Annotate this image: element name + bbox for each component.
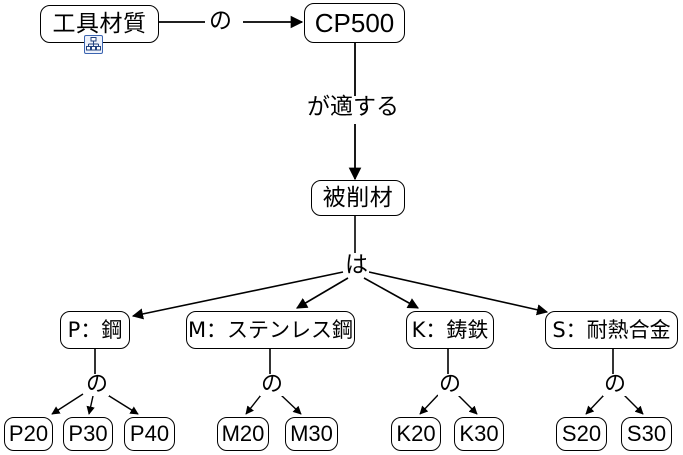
edge-wa-to-s <box>368 271 549 316</box>
node-s-heat-resistant[interactable]: S：耐熱合金 <box>545 311 678 349</box>
node-k30[interactable]: K30 <box>454 417 504 451</box>
node-s30[interactable]: S30 <box>621 417 672 451</box>
node-p20[interactable]: P20 <box>4 417 53 451</box>
hierarchy-icon[interactable] <box>84 35 103 54</box>
node-p-steel[interactable]: P：鋼 <box>60 311 130 349</box>
node-s20-label: S20 <box>561 421 602 446</box>
edge-wa-to-m <box>296 277 349 309</box>
edge-no-to-m30 <box>280 394 302 415</box>
node-p30-label: P30 <box>68 421 108 446</box>
edge-label-no-m: の <box>260 372 285 397</box>
edge-no-to-s30 <box>623 394 644 415</box>
node-m30-label: M30 <box>290 421 333 446</box>
edge-wa-to-p <box>131 271 344 320</box>
node-workpiece[interactable]: 被削材 <box>311 180 405 216</box>
node-p30[interactable]: P30 <box>63 417 113 451</box>
node-k20[interactable]: K20 <box>391 417 441 451</box>
edge-label-no-k: の <box>438 372 463 397</box>
edge-no-to-s20 <box>585 394 605 415</box>
node-s20[interactable]: S20 <box>556 417 607 451</box>
edge-no-to-p40 <box>105 393 139 415</box>
node-k30-label: K30 <box>459 421 499 446</box>
node-tool-material-label: 工具材質 <box>52 10 147 37</box>
node-k-cast-iron[interactable]: K：鋳鉄 <box>406 311 494 349</box>
edge-label-no-s: の <box>603 372 628 397</box>
edge-no-to-k20 <box>419 394 439 415</box>
node-p-steel-label: P：鋼 <box>67 317 123 342</box>
node-cp500-label: CP500 <box>314 8 395 38</box>
edge-no-to-m20 <box>245 394 262 415</box>
node-s30-label: S30 <box>626 421 667 446</box>
edge-no-to-k30 <box>457 394 478 415</box>
node-workpiece-label: 被削材 <box>322 184 394 211</box>
node-m30[interactable]: M30 <box>285 417 338 451</box>
node-m-stainless-label: M：ステンレス鋼 <box>187 317 354 342</box>
edge-no-to-p20 <box>51 393 84 415</box>
edge-label-no-p: の <box>85 372 110 397</box>
edge-label-ga-tekisuru: が適する <box>306 94 400 120</box>
edge-wa-to-k <box>363 277 419 309</box>
node-cp500[interactable]: CP500 <box>304 3 405 43</box>
node-m20[interactable]: M20 <box>217 417 269 451</box>
node-k-cast-iron-label: K：鋳鉄 <box>411 317 489 342</box>
node-p20-label: P20 <box>8 421 49 446</box>
node-m-stainless[interactable]: M：ステンレス鋼 <box>186 311 355 349</box>
edge-no-to-p30 <box>86 395 95 415</box>
node-s-heat-resistant-label: S：耐熱合金 <box>552 317 671 342</box>
node-m20-label: M20 <box>221 421 265 446</box>
node-p40-label: P40 <box>129 421 170 446</box>
node-k20-label: K20 <box>396 421 436 446</box>
node-tool-material[interactable]: 工具材質 <box>40 5 159 43</box>
edge-label-no-top: の <box>208 8 233 34</box>
edge-label-wa: は <box>344 252 369 278</box>
node-p40[interactable]: P40 <box>124 417 175 451</box>
